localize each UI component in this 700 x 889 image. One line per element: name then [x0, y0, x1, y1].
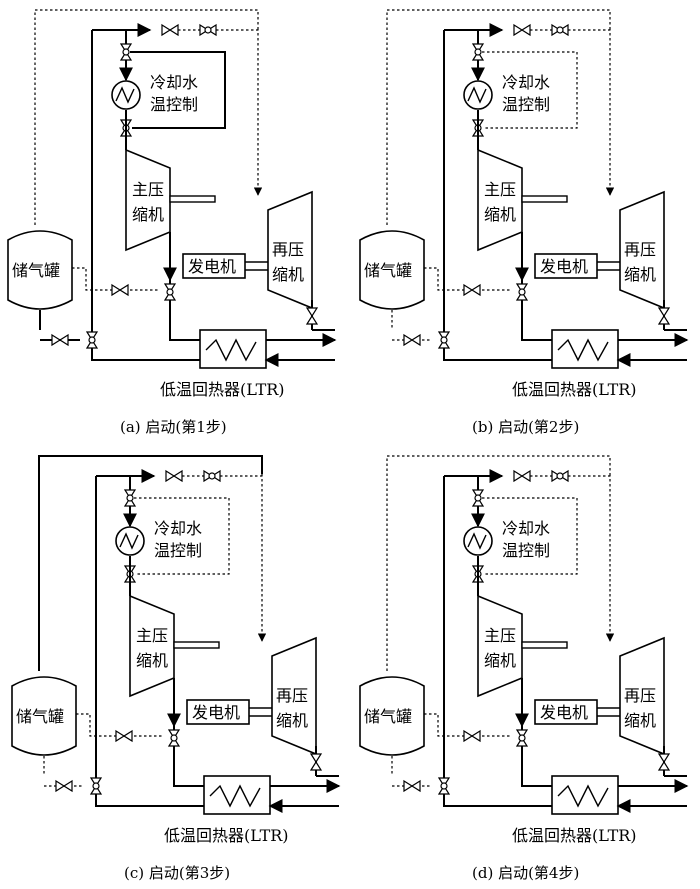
- panel-d: 冷却水 温控制 主压 缩机 再压 缩机 发电机 低温回热器(LTR) 储气罐: [359, 455, 689, 882]
- panel-a: 冷却水 温控制 主压 缩机 再压 缩机 发电机 低温回热器(LTR) 储气罐: [7, 9, 337, 436]
- cooler-label: 温控制: [154, 541, 202, 560]
- recompressor-label: 再压: [624, 686, 656, 705]
- main-compressor-label: 主压: [132, 180, 164, 199]
- recompressor-label: 再压: [272, 240, 304, 259]
- generator-label: 发电机: [192, 703, 240, 722]
- panel-b: 冷却水 温控制 主压 缩机 再压 缩机 发电机 低温回热器(LTR) 储气罐: [359, 9, 689, 436]
- main-compressor-label: 缩机: [484, 205, 516, 224]
- main-compressor-label: 缩机: [132, 205, 164, 224]
- recompressor-label: 再压: [624, 240, 656, 259]
- generator-label: 发电机: [188, 257, 236, 276]
- main-compressor-label: 主压: [484, 626, 516, 645]
- ltr-label: 低温回热器(LTR): [512, 826, 637, 845]
- main-compressor-label: 缩机: [484, 651, 516, 670]
- cooler-label: 温控制: [502, 541, 550, 560]
- tank-label: 储气罐: [364, 707, 412, 726]
- cooler-label: 冷却水: [154, 519, 202, 538]
- cooler-label: 冷却水: [502, 519, 550, 538]
- recompressor-label: 缩机: [276, 711, 308, 730]
- tank-label: 储气罐: [364, 261, 412, 280]
- cooler-label: 温控制: [150, 95, 198, 114]
- panel-c: 冷却水 温控制 主压 缩机 再压 缩机 发电机 低温回热器(LTR) 储气罐: [11, 455, 341, 882]
- main-compressor-label: 主压: [484, 180, 516, 199]
- recompressor-label: 缩机: [272, 265, 304, 284]
- generator-label: 发电机: [540, 703, 588, 722]
- panel-caption: (d) 启动(第4步): [472, 864, 579, 882]
- panel-caption: (b) 启动(第2步): [472, 418, 579, 436]
- main-compressor-label: 主压: [136, 626, 168, 645]
- panel-caption: (c) 启动(第3步): [124, 864, 230, 882]
- recompressor-label: 缩机: [624, 711, 656, 730]
- cooler-label: 冷却水: [150, 73, 198, 92]
- tank-label: 储气罐: [12, 261, 60, 280]
- ltr-label: 低温回热器(LTR): [160, 380, 285, 399]
- ltr-label: 低温回热器(LTR): [164, 826, 289, 845]
- cooler-label: 冷却水: [502, 73, 550, 92]
- recompressor-label: 缩机: [624, 265, 656, 284]
- tank-label: 储气罐: [16, 707, 64, 726]
- ltr-label: 低温回热器(LTR): [512, 380, 637, 399]
- generator-label: 发电机: [540, 257, 588, 276]
- main-compressor-label: 缩机: [136, 651, 168, 670]
- panel-caption: (a) 启动(第1步): [120, 418, 227, 436]
- cooler-label: 温控制: [502, 95, 550, 114]
- recompressor-label: 再压: [276, 686, 308, 705]
